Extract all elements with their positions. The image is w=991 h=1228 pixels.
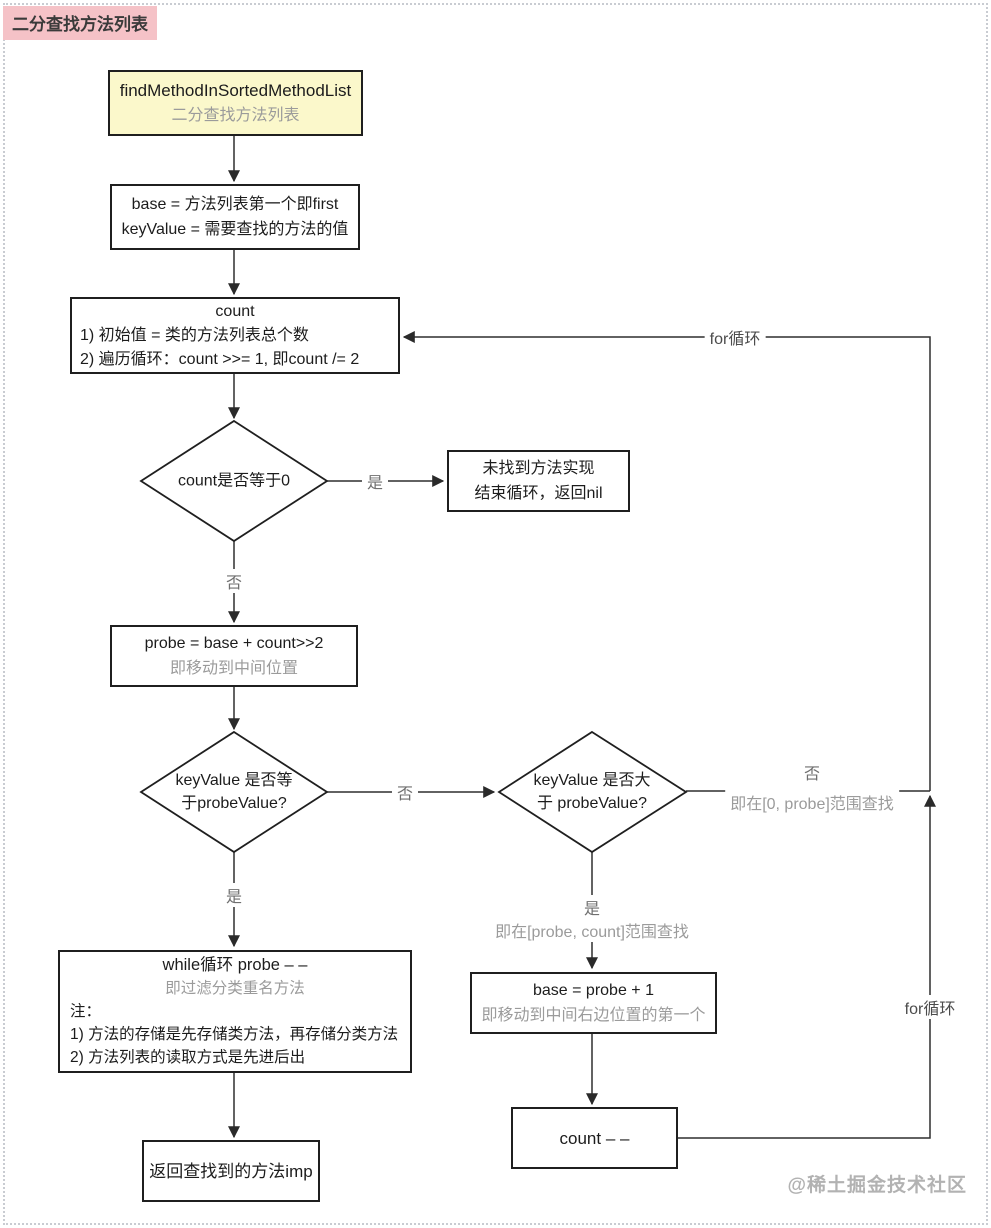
- edge-label-yes-not-found: 是: [361, 469, 389, 493]
- node-while-filter: while循环 probe – – 即过滤分类重名方法 注： 1) 方法的存储是…: [58, 950, 412, 1073]
- decision-count-zero-diamond: [139, 419, 329, 543]
- node-init-line2: keyValue = 需要查找的方法的值: [121, 221, 349, 238]
- node-base-update-line1: base = probe + 1: [533, 982, 654, 999]
- node-return-imp-text: 返回查找到的方法imp: [149, 1161, 313, 1181]
- node-start-title: findMethodInSortedMethodList: [119, 81, 352, 100]
- node-not-found: 未找到方法实现 结束循环，返回nil: [447, 450, 630, 512]
- node-not-found-line1: 未找到方法实现: [482, 460, 595, 477]
- node-count: count 1) 初始值 = 类的方法列表总个数 2) 遍历循环：count >…: [70, 297, 400, 374]
- node-while-line2: 即过滤分类重名方法: [165, 980, 305, 997]
- node-count-decrement-text: count – –: [559, 1128, 630, 1148]
- node-not-found-line2: 结束循环，返回nil: [474, 485, 603, 502]
- node-while-item1: 1) 方法的存储是先存储类方法，再存储分类方法: [70, 1026, 399, 1043]
- decision-count-zero-label: count是否等于0: [177, 472, 291, 490]
- node-base-update: base = probe + 1 即移动到中间右边位置的第一个: [470, 972, 717, 1034]
- node-count-item1: 1) 初始值 = 类的方法列表总个数: [80, 326, 309, 344]
- edge-label-yes-while: 是: [220, 883, 248, 907]
- decision-greater-diamond: [497, 730, 688, 854]
- edge-label-yes-down-sub: 即在[probe, count]范围查找: [490, 918, 694, 942]
- decision-greater-line2: 于 probeValue?: [536, 795, 647, 812]
- node-probe-line2: 即移动到中间位置: [169, 660, 298, 677]
- node-while-line1: while循环 probe – –: [162, 956, 308, 974]
- node-init-line1: base = 方法列表第一个即first: [131, 196, 339, 213]
- edge-label-for-loop-top: for循环: [704, 325, 766, 349]
- edge-label-no-greater: 否: [391, 780, 419, 804]
- watermark: @稀土掘金技术社区: [787, 1175, 967, 1196]
- node-count-item2: 2) 遍历循环：count >>= 1, 即count /= 2: [80, 350, 360, 368]
- node-count-title: count: [215, 302, 255, 320]
- node-while-note: 注：: [70, 1003, 102, 1020]
- edge-label-no-right-sub: 即在[0, probe]范围查找: [725, 790, 899, 814]
- decision-equal-line2: 于probeValue?: [181, 795, 287, 812]
- node-start-subtitle: 二分查找方法列表: [171, 107, 300, 124]
- edge-label-no-right: 否: [798, 760, 826, 784]
- edge-countdec-loop-up: [678, 794, 936, 1139]
- decision-greater-label: keyValue 是否大 于 probeValue?: [533, 769, 650, 815]
- decision-equal-label: keyValue 是否等 于probeValue?: [175, 769, 292, 815]
- node-count-decrement: count – –: [511, 1107, 678, 1169]
- node-return-imp: 返回查找到的方法imp: [142, 1140, 320, 1202]
- edge-label-no-probe: 否: [220, 569, 248, 593]
- decision-equal-line1: keyValue 是否等: [175, 772, 293, 789]
- node-probe: probe = base + count>>2 即移动到中间位置: [110, 625, 358, 687]
- node-while-item2: 2) 方法列表的读取方式是先进后出: [70, 1049, 306, 1066]
- edge-label-for-loop-right: for循环: [899, 995, 961, 1019]
- title-tag: 二分查找方法列表: [3, 6, 157, 40]
- node-init: base = 方法列表第一个即first keyValue = 需要查找的方法的…: [110, 184, 360, 250]
- edge-label-yes-down: 是: [578, 895, 606, 919]
- node-probe-line1: probe = base + count>>2: [144, 635, 324, 652]
- edge-for-loop-back: [402, 331, 931, 791]
- decision-equal-diamond: [139, 730, 329, 854]
- decision-greater-line1: keyValue 是否大: [533, 772, 651, 789]
- node-start: findMethodInSortedMethodList 二分查找方法列表: [108, 70, 363, 136]
- node-base-update-line2: 即移动到中间右边位置的第一个: [481, 1007, 706, 1024]
